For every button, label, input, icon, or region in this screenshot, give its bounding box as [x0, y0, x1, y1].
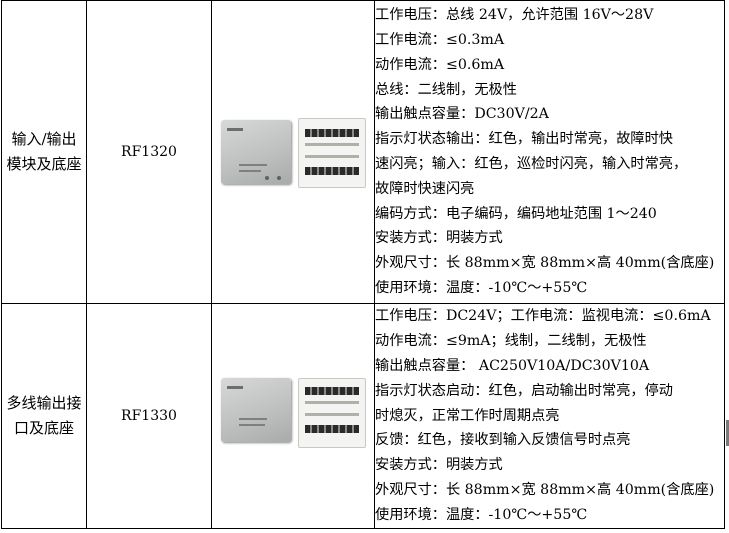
product-image-cell [211, 0, 375, 304]
base-photo [298, 378, 366, 448]
spec-line: 动作电流：≤0.6mA [375, 56, 505, 73]
scroll-edge-marker [726, 420, 729, 446]
model-cell: RF1320 [86, 0, 212, 304]
terminal-row [305, 425, 359, 433]
table-row: 输入/输出模块及底座 RF1320 [1, 0, 725, 304]
label-strip [305, 143, 359, 146]
model-cell: RF1330 [86, 303, 212, 529]
terminal-row [305, 129, 359, 137]
model-number: RF1320 [121, 144, 177, 160]
label-strip [305, 401, 359, 404]
terminal-row [305, 387, 359, 395]
spec-cell: 工作电压：总线 24V，允许范围 16V～28V 工作电流：≤0.3mA 动作电… [374, 0, 725, 304]
label-strip [305, 413, 359, 416]
spec-line: 总线：二线制，无极性 [375, 81, 517, 98]
spec-line: 输出触点容量： AC250V10A/DC30V10A [375, 358, 650, 374]
spec-line: 反馈：红色，接收到输入反馈信号时点亮 [375, 432, 631, 449]
product-name-cell: 多线输出接口及底座 [1, 303, 87, 529]
spec-line: 安装方式：明装方式 [375, 230, 503, 247]
spec-line: 动作电流：≤9mA；线制，二线制，无极性 [375, 333, 647, 350]
spec-line: 安装方式：明装方式 [375, 457, 503, 474]
led-indicator-icon [277, 176, 281, 180]
spec-line: 外观尺寸：长 88mm×宽 88mm×高 40mm(含底座) [375, 481, 715, 498]
spec-line: 输出触点容量：DC30V/2A [375, 106, 549, 123]
table-row: 多线输出接口及底座 RF1330 工作电压：DC24V；工作电 [1, 303, 725, 529]
product-photos [212, 112, 372, 192]
spec-line: 工作电压：总线 24V，允许范围 16V～28V [375, 7, 654, 24]
label-line [239, 164, 267, 166]
spec-line: 故障时快速闪亮 [375, 180, 475, 197]
spec-line: 指示灯状态输出：红色，输出时常亮，故障时快 [375, 131, 673, 148]
spec-line: 使用环境：温度：-10℃～+55℃ [375, 279, 588, 296]
label-line [239, 170, 261, 172]
label-line [239, 418, 267, 420]
brand-logo-mark [227, 128, 243, 131]
spec-line: 速闪亮；输入：红色，巡检时闪亮，输入时常亮， [375, 156, 688, 172]
spec-line: 指示灯状态启动：红色，启动输出时常亮，停动 [375, 382, 673, 399]
spec-line: 时熄灭，正常工作时周期点亮 [375, 407, 560, 424]
label-strip [305, 155, 359, 158]
product-name: 输入/输出模块及底座 [6, 130, 82, 173]
product-name: 多线输出接口及底座 [6, 394, 82, 437]
spec-line: 使用环境：温度：-10℃～+55℃ [375, 506, 588, 523]
module-photo [221, 120, 291, 184]
product-photos [212, 376, 372, 456]
spec-line: 工作电压：DC24V；工作电流：监视电流：≤0.6mA [375, 308, 711, 325]
spec-line: 编码方式：电子编码，编码地址范围 1～240 [375, 205, 657, 222]
led-indicator-icon [265, 176, 269, 180]
product-name-cell: 输入/输出模块及底座 [1, 0, 87, 304]
product-image-cell [211, 303, 375, 529]
terminal-row [305, 167, 359, 175]
spec-cell: 工作电压：DC24V；工作电流：监视电流：≤0.6mA 动作电流：≤9mA；线制… [374, 303, 725, 529]
module-photo [221, 378, 291, 442]
label-line [239, 424, 265, 426]
spec-line: 工作电流：≤0.3mA [375, 32, 505, 49]
brand-logo-mark [227, 386, 243, 389]
base-photo [298, 118, 366, 188]
model-number: RF1330 [121, 408, 177, 424]
spec-line: 外观尺寸：长 88mm×宽 88mm×高 40mm(含底座) [375, 255, 715, 272]
